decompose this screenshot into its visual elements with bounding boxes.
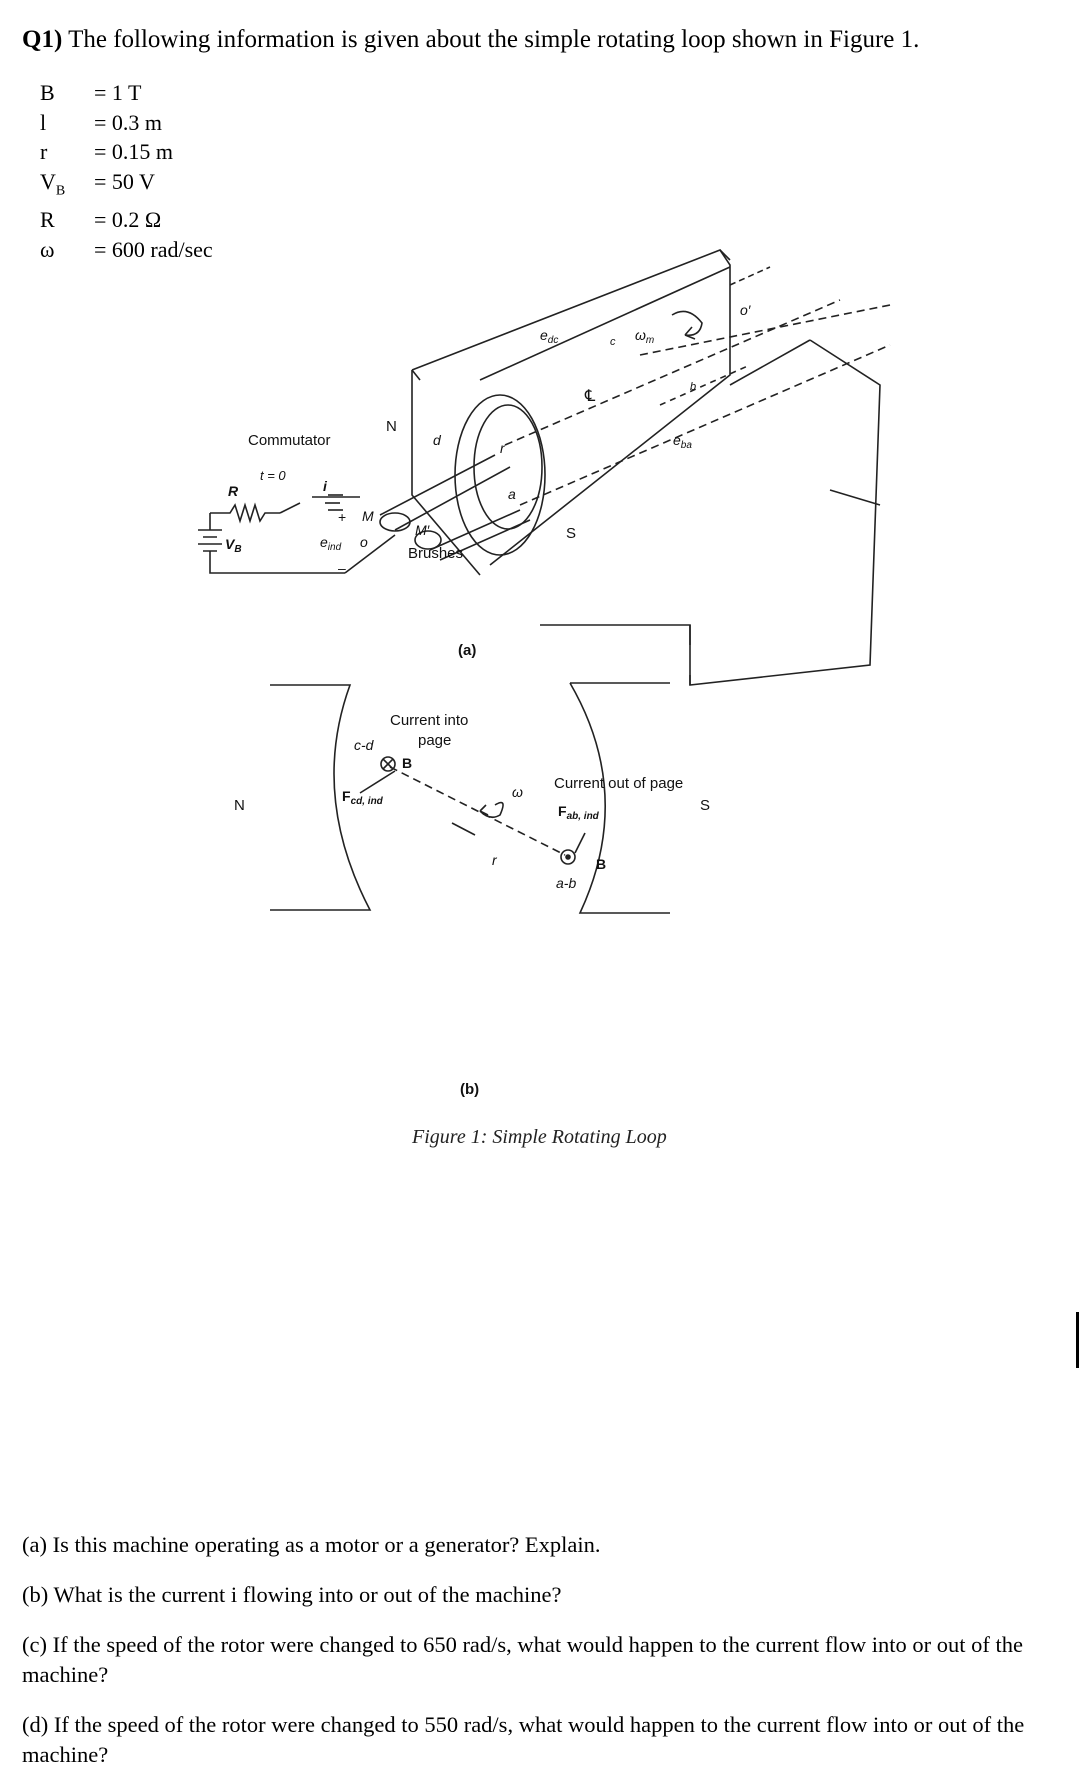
figure-b-drawing: [270, 682, 670, 914]
fig-Fcd-label: Fcd, ind: [342, 788, 384, 807]
fig-wm-label: ωm: [635, 327, 654, 346]
parameter-list: B = 1 T l = 0.3 m r = 0.15 m VB = 50 V R…: [26, 78, 213, 264]
fig-b-N-label: N: [234, 797, 245, 814]
fig-a-label: a: [508, 486, 516, 502]
param-row: ω = 600 rad/sec: [26, 235, 213, 265]
param-row: VB = 50 V: [26, 167, 213, 206]
param-value: = 1 T: [94, 80, 142, 105]
fig-cd-label: c-d: [354, 737, 375, 753]
fig-S-label: S: [566, 525, 576, 542]
fig-r-label: r: [500, 440, 506, 456]
fig-current-out-label: Current out of page: [554, 775, 683, 792]
fig-commutator-label: Commutator: [248, 432, 331, 449]
fig-centerline-label: ℄: [584, 388, 596, 405]
question-text: The following information is given about…: [68, 26, 920, 53]
figure-caption: Figure 1: Simple Rotating Loop: [412, 1126, 667, 1148]
fig-eba-label: eba: [673, 432, 692, 451]
fig-minus-label: –: [338, 560, 346, 576]
question-b: (b) What is the current i flowing into o…: [22, 1582, 562, 1607]
fig-oprime-label: o′: [740, 302, 752, 318]
param-symbol: r: [40, 139, 48, 164]
fig-Mprime-label: M′: [415, 522, 431, 538]
fig-a-part-label: (a): [458, 642, 476, 659]
param-value: = 50 V: [94, 168, 155, 194]
param-symbol: VB: [40, 168, 66, 198]
question-list: (a) Is this machine operating as a motor…: [22, 1530, 1068, 1790]
fig-c-label: c: [610, 336, 616, 348]
fig-Fab-label: Fab, ind: [558, 803, 600, 822]
fig-b-r-label: r: [492, 852, 498, 868]
figure-a-drawing: [198, 249, 891, 686]
param-value: = 0.15 m: [94, 139, 174, 164]
page-edge-mark: [1076, 1312, 1079, 1368]
param-symbol: B: [40, 80, 55, 105]
rotating-loop-figure: Commutator t = 0 R VB i + eind – M o M′ …: [198, 249, 891, 1098]
fig-o-label: o: [360, 534, 368, 550]
fig-eind-label: eind: [320, 534, 342, 553]
param-value: = 0.2 Ω: [94, 207, 162, 233]
figure-b-labels: N S Current into page c-d B Fcd, ind ω r…: [234, 712, 710, 1098]
fig-current-into-page-label: page: [418, 732, 451, 749]
fig-current-into-label: Current into: [390, 712, 468, 729]
param-value: = 0.3 m: [94, 109, 163, 135]
fig-b-part-label: (b): [460, 1081, 479, 1098]
fig-b-label: b: [690, 381, 696, 393]
question-number: Q1): [22, 26, 63, 53]
fig-omega-label: ω: [512, 784, 523, 800]
fig-ab-label: a-b: [556, 875, 576, 891]
fig-t0-label: t = 0: [260, 468, 286, 483]
fig-VB-label: VB: [225, 536, 242, 555]
fig-edc-label: edc: [540, 327, 558, 346]
param-symbol: l: [40, 109, 47, 135]
question-a: (a) Is this machine operating as a motor…: [22, 1532, 601, 1557]
fig-N-label: N: [386, 418, 397, 435]
fig-d-label: d: [433, 432, 442, 448]
param-row: B = 1 T: [26, 78, 213, 108]
fig-M-label: M: [362, 508, 374, 524]
param-row: l = 0.3 m: [26, 108, 213, 138]
fig-B-bottom-label: B: [596, 856, 606, 872]
figure-a-labels: Commutator t = 0 R VB i + eind – M o M′ …: [225, 302, 752, 659]
fig-plus-label: +: [338, 509, 346, 525]
param-row: r = 0.15 m: [26, 137, 213, 167]
fig-B-top-label: B: [402, 755, 412, 771]
question-header: Q1) The following information is given a…: [22, 26, 919, 54]
fig-b-S-label: S: [700, 797, 710, 814]
param-symbol: ω: [40, 236, 55, 262]
question-c: (c) If the speed of the rotor were chang…: [22, 1632, 1023, 1687]
fig-i-label: i: [323, 478, 328, 494]
param-symbol: R: [40, 207, 55, 233]
param-value: = 600 rad/sec: [94, 236, 213, 262]
fig-brushes-label: Brushes: [408, 545, 463, 562]
fig-R-label: R: [228, 483, 239, 499]
param-row: R = 0.2 Ω: [26, 205, 213, 235]
question-d: (d) If the speed of the rotor were chang…: [22, 1712, 1025, 1767]
